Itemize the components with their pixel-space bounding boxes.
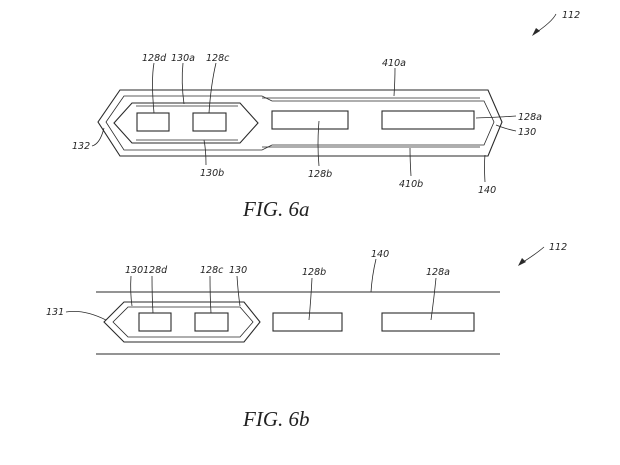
label-128c-6b: 128c (200, 265, 224, 276)
component-128a-6a (381, 110, 475, 130)
leader-128d-6b (151, 275, 154, 314)
leader-132 (91, 127, 105, 147)
component-128d-6a (136, 112, 170, 132)
label-130b: 130b (200, 168, 224, 179)
leader-128a-6b (430, 277, 437, 321)
component-128c-6b (194, 312, 229, 332)
ref-arrow-112-6a (532, 13, 557, 36)
leader-130b (203, 139, 207, 166)
outer-body-6a (97, 89, 503, 157)
figure-6a: 112 128d 130a 128c 410a 128a (72, 10, 580, 221)
label-128a-6b: 128a (426, 267, 450, 278)
label-130a: 130a (171, 53, 195, 64)
caption-fig-6a: FIG. 6a (242, 197, 310, 221)
component-128d-6b (138, 312, 172, 332)
label-128a-6a: 128a (518, 112, 542, 123)
label-140-6a: 140 (478, 185, 496, 196)
leader-410b (409, 147, 412, 177)
capsule-131 (103, 301, 261, 343)
leader-410a (393, 67, 396, 97)
label-128c-6a: 128c (206, 53, 230, 64)
leader-128b-6b (308, 277, 313, 321)
label-410a: 410a (382, 58, 406, 69)
label-112-6b: 112 (549, 242, 567, 253)
capsule-130-6a (113, 102, 259, 144)
leader-140-6b (370, 258, 377, 293)
leader-140-6a (484, 154, 486, 183)
label-132: 132 (72, 141, 90, 152)
leader-128c-6b (209, 275, 212, 314)
label-130-right-6b: 130 (229, 265, 247, 276)
component-128b-6a (271, 110, 349, 130)
label-112-6a: 112 (562, 10, 580, 21)
leader-128a-6a (475, 115, 517, 119)
leader-130-6a (495, 124, 517, 132)
leader-130-left-6b (130, 275, 133, 307)
component-128b-6b (272, 312, 343, 332)
leader-131 (65, 310, 107, 321)
leader-130-right-6b (236, 275, 241, 307)
leader-128b-6a (317, 120, 320, 167)
capsule-130-inner-6b (112, 306, 254, 338)
figure-6b: 112 130 128d 128c 130 128b 140 128a 131 … (46, 242, 567, 431)
leader-128d-6a (152, 62, 155, 114)
label-130-6a: 130 (518, 127, 536, 138)
label-140-6b: 140 (371, 249, 389, 260)
label-131: 131 (46, 307, 64, 318)
label-128d-6a: 128d (142, 53, 167, 64)
component-128c-6a (192, 112, 227, 132)
label-130-left-6b: 130 (125, 265, 143, 276)
label-128b-6b: 128b (302, 267, 326, 278)
leader-130a-6a (181, 62, 185, 105)
caption-fig-6b: FIG. 6b (242, 407, 310, 431)
label-410b: 410b (399, 179, 423, 190)
leader-128c-6a (208, 62, 217, 114)
inner-body-outline-6a (105, 95, 495, 151)
ref-arrow-112-6b (518, 246, 545, 266)
label-128d-6b: 128d (143, 265, 168, 276)
label-128b-6a: 128b (308, 169, 332, 180)
component-128a-6b (381, 312, 475, 332)
